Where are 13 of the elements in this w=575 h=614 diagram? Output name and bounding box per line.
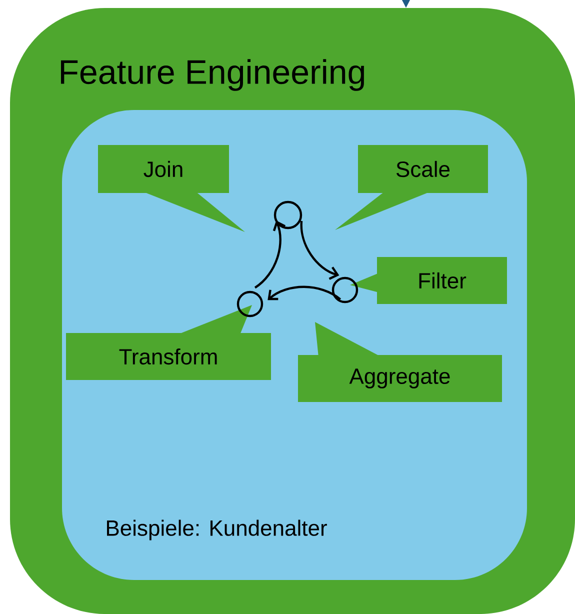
arrow	[300, 220, 340, 280]
arrow	[268, 286, 341, 300]
panel-title: Feature Engineering	[61, 59, 364, 91]
callout-box: Transform	[66, 305, 271, 380]
arrow	[254, 220, 286, 289]
callout-box: Aggregate	[298, 322, 502, 402]
callout-box: Scale	[335, 145, 488, 230]
panel-note: Beispiele: Kundenalter	[107, 520, 327, 540]
callout-box: Join	[98, 145, 245, 232]
small-circle	[274, 200, 302, 230]
small-circle	[236, 290, 264, 318]
small-circle	[332, 276, 358, 304]
callout-box: Filter	[350, 257, 507, 304]
